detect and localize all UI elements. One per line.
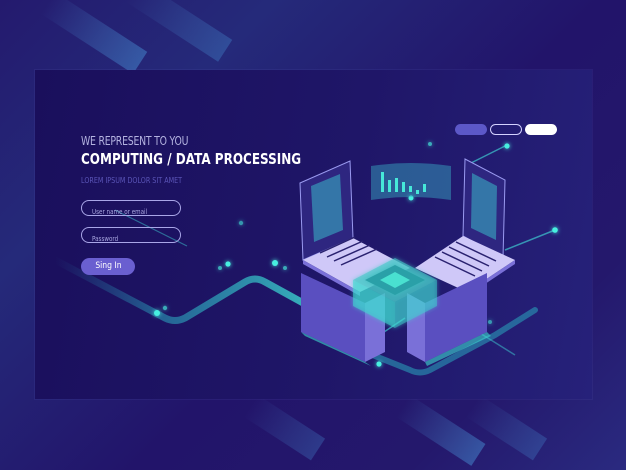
username-placeholder: User name or email [92,208,148,216]
hero-eyebrow: WE REPRESENT TO YOU [81,134,189,148]
server-network-illustration [51,142,558,376]
slider-indicator-1[interactable] [455,124,487,135]
hero-subtitle: LOREM IPSUM DOLOR SIT AMET [81,176,183,185]
slider-indicator-3-active[interactable] [525,124,557,135]
hero-title: COMPUTING / DATA PROCESSING [81,150,302,168]
cpu-chip [353,258,437,328]
password-input[interactable]: Password [81,227,181,243]
username-input[interactable]: User name or email [81,200,181,216]
hero-card: WE REPRESENT TO YOU COMPUTING / DATA PRO… [35,70,592,399]
light-streak [40,0,148,74]
sign-in-label: Sing In [94,261,122,271]
password-placeholder: Password [92,235,119,243]
light-streak [243,395,326,461]
chart-panel [371,163,451,200]
sign-in-button[interactable]: Sing In [81,258,135,275]
slider-indicator-2[interactable] [490,124,522,135]
